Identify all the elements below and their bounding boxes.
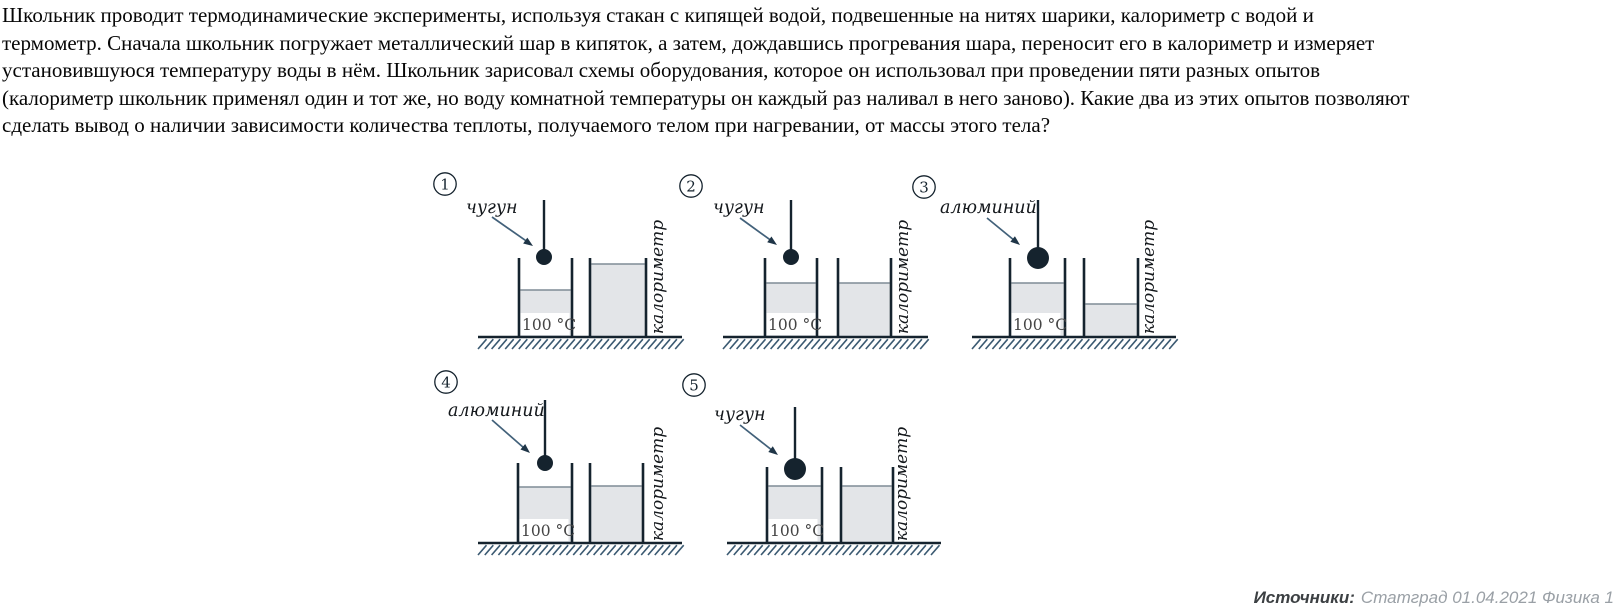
- pointer-arrowhead-icon: [768, 446, 778, 455]
- experiment-4-figure: 4 алюминий 100 °C калориметр: [434, 370, 685, 556]
- metal-ball: [536, 249, 552, 265]
- question-line-5: сделать вывод о наличии зависимости коли…: [2, 113, 1051, 138]
- metal-label: алюминий: [940, 198, 1037, 218]
- pointer-arrow-icon: [491, 216, 531, 245]
- experiment-number-badge: [912, 175, 936, 199]
- calorimeter-water: [591, 264, 645, 337]
- metal-ball: [1027, 247, 1049, 269]
- temp-label-box: [520, 313, 570, 335]
- calorimeter-water: [839, 283, 890, 337]
- ground-hatching: [726, 544, 941, 556]
- ground-hatching: [722, 338, 930, 350]
- experiment-number-badge: [434, 370, 458, 394]
- question-line-2: термометр. Сначала школьник погружает ме…: [2, 30, 1375, 55]
- experiment-number: 1: [440, 175, 450, 193]
- experiment-number-badge: [682, 373, 706, 397]
- metal-label: чугун: [713, 198, 765, 218]
- pointer-arrow-icon: [739, 424, 776, 454]
- metal-label: алюминий: [448, 401, 545, 421]
- question-line-3: установившуюся температуру воды в нём. Ш…: [2, 58, 1321, 83]
- metal-ball: [783, 249, 799, 265]
- experiment-number: 4: [441, 373, 451, 391]
- experiment-1-figure: 1 чугун 100 °C калориметр: [433, 172, 685, 350]
- pointer-arrowhead-icon: [1010, 236, 1020, 245]
- source-attribution: Источники: Статград 01.04.2021 Физика 1: [1254, 588, 1614, 608]
- temp-label: 100 °C: [522, 316, 576, 334]
- source-reference: Статград 01.04.2021 Физика 1: [1360, 588, 1614, 607]
- experiment-5-figure: 5 чугун 100 °C калориметр: [682, 373, 941, 556]
- question-text: Школьник проводит термодинамические эксп…: [2, 2, 1409, 140]
- ground-hatching: [477, 544, 685, 556]
- pointer-arrowhead-icon: [520, 444, 530, 453]
- temp-label-box: [768, 519, 818, 541]
- pointer-arrow-icon: [491, 419, 528, 452]
- experiment-2-figure: 2 чугун 100 °C калориметр: [679, 174, 930, 350]
- calorimeter-water: [1085, 304, 1137, 337]
- pointer-arrow-icon: [739, 217, 775, 244]
- temp-label-box: [766, 313, 816, 335]
- experiment-number-badge: [679, 174, 703, 198]
- temp-label: 100 °C: [770, 522, 824, 540]
- pointer-arrowhead-icon: [523, 237, 533, 246]
- temp-label: 100 °C: [768, 316, 822, 334]
- temp-label-box: [1011, 313, 1061, 335]
- sources-label: Источники:: [1253, 588, 1355, 607]
- experiment-number: 2: [686, 177, 696, 195]
- temp-label: 100 °C: [521, 522, 575, 540]
- calorimeter-label: калориметр: [648, 427, 668, 541]
- pointer-arrow-icon: [986, 217, 1018, 244]
- ground-hatching: [477, 338, 685, 350]
- calorimeter-label: калориметр: [892, 427, 912, 541]
- pointer-arrowhead-icon: [767, 236, 777, 245]
- metal-label: чугун: [714, 405, 766, 425]
- metal-label: чугун: [466, 198, 518, 218]
- calorimeter-label: калориметр: [893, 220, 913, 334]
- calorimeter-water: [591, 486, 642, 543]
- metal-ball: [784, 458, 806, 480]
- experiment-3-figure: 3 алюминий 100 °C калориметр: [912, 175, 1179, 350]
- metal-ball: [537, 455, 553, 471]
- temp-label-box: [519, 519, 569, 541]
- experiment-number: 3: [919, 178, 929, 196]
- calorimeter-label: калориметр: [1139, 220, 1159, 334]
- experiment-number-badge: [433, 172, 457, 196]
- calorimeter-water: [842, 486, 892, 543]
- ground-hatching: [971, 338, 1179, 350]
- question-line-4: (калориметр школьник применял один и тот…: [2, 85, 1410, 110]
- calorimeter-label: калориметр: [648, 220, 668, 334]
- experiment-number: 5: [689, 376, 699, 394]
- temp-label: 100 °C: [1013, 316, 1067, 334]
- question-line-1: Школьник проводит термодинамические эксп…: [2, 3, 1314, 27]
